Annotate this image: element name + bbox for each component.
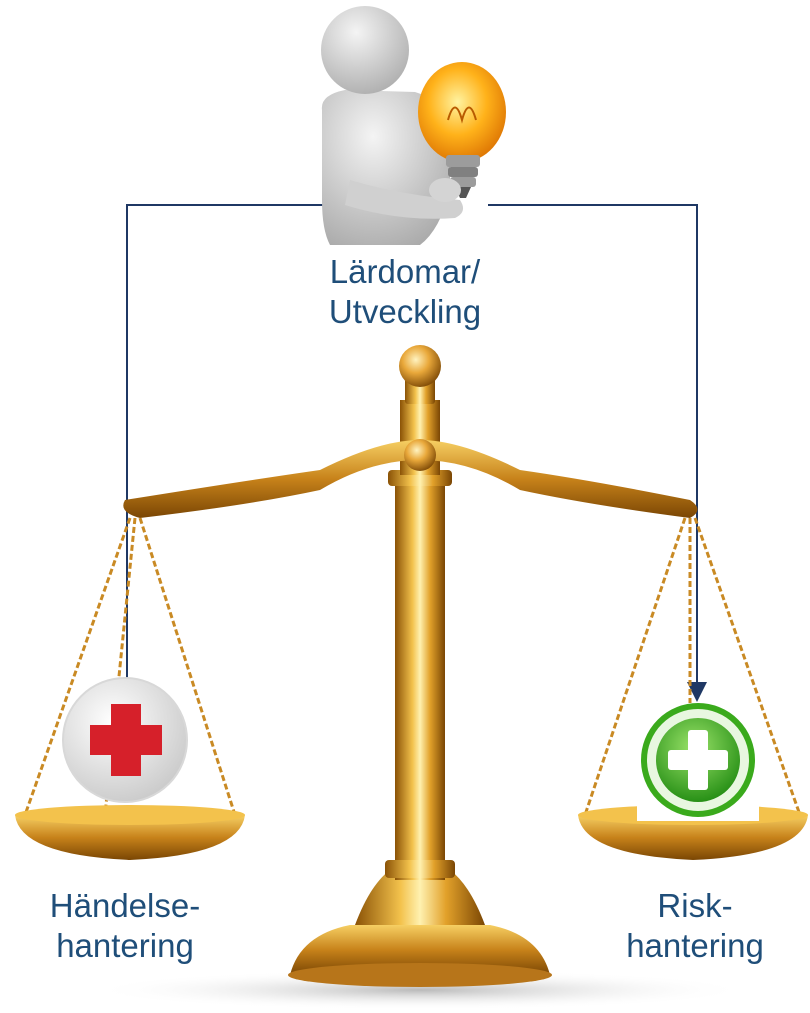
- connector-right: [488, 204, 707, 702]
- label-left-line2: hantering: [56, 927, 194, 964]
- person-with-lightbulb-icon: [321, 6, 506, 245]
- label-riskhantering: Risk- hantering: [610, 886, 780, 966]
- label-right-line1: Risk-: [657, 887, 733, 924]
- label-top-line1: Lärdomar/: [329, 253, 481, 290]
- label-lardomar-utveckling: Lärdomar/ Utveckling: [305, 252, 505, 332]
- red-cross-icon: [62, 677, 188, 803]
- label-right-line2: hantering: [626, 927, 764, 964]
- connector-left: [126, 204, 330, 690]
- label-handelsehantering: Händelse- hantering: [20, 886, 230, 966]
- label-top-line2: Utveckling: [328, 293, 482, 330]
- label-left-line1: Händelse-: [49, 887, 201, 924]
- balance-scale: [15, 345, 808, 987]
- floor-shadow: [90, 970, 750, 1010]
- green-plus-icon: [637, 703, 759, 821]
